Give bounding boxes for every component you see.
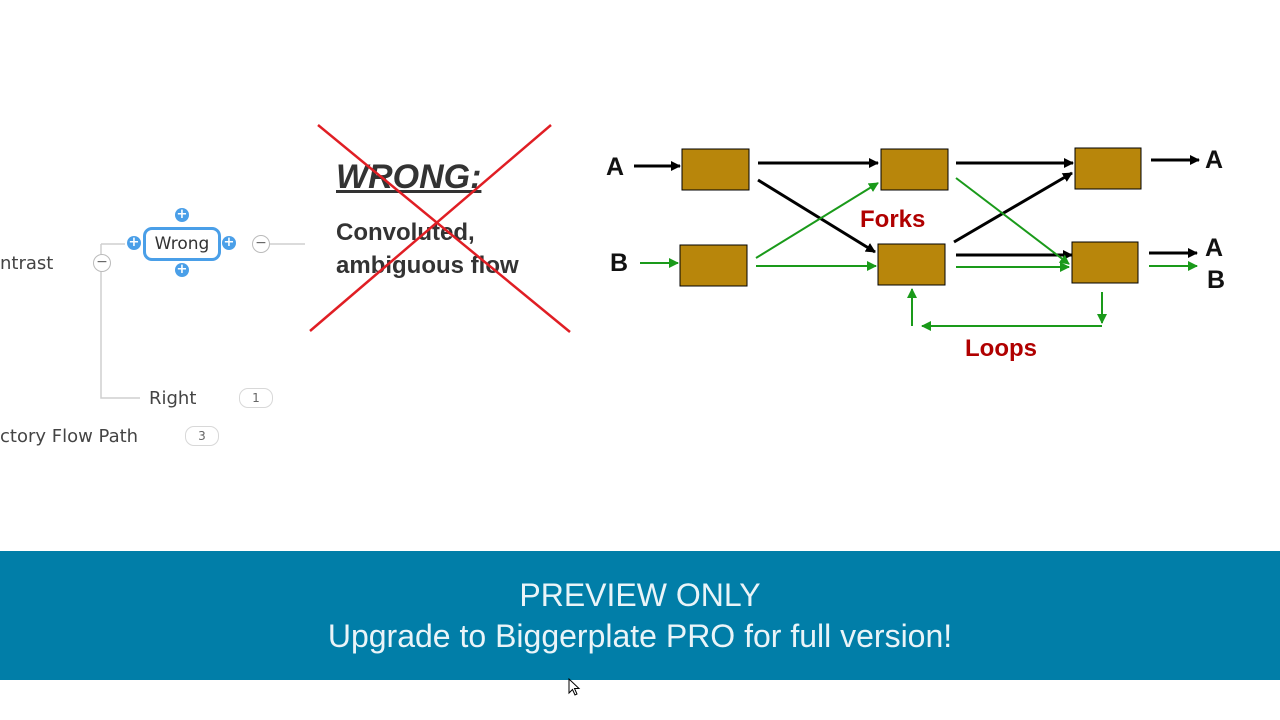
label-input-a: A: [606, 153, 624, 181]
label-output-a-top: A: [1205, 146, 1223, 174]
label-loops: Loops: [965, 335, 1037, 362]
topic-right[interactable]: Right: [149, 388, 197, 409]
label-forks: Forks: [860, 206, 925, 233]
collapse-wrong-button[interactable]: −: [252, 235, 270, 253]
add-child-top-button[interactable]: +: [175, 207, 189, 222]
label-output-b: B: [1207, 266, 1225, 294]
process-box-1: [681, 148, 750, 191]
topic-wrong-label: Wrong: [154, 234, 210, 254]
process-box-3: [880, 148, 949, 191]
right-count-badge[interactable]: 1: [239, 388, 273, 408]
add-sibling-left-button[interactable]: +: [127, 235, 141, 250]
add-sibling-right-button[interactable]: +: [222, 235, 236, 250]
collapse-contrast-button[interactable]: −: [93, 254, 111, 272]
process-box-4: [877, 243, 946, 286]
arrow-box3-box6: [955, 177, 1070, 265]
mindmap-canvas[interactable]: ntrast − Wrong + + + + − Right 1 ctory F…: [0, 0, 1280, 551]
red-cross-mark: [309, 124, 571, 333]
wrong-desc-line1: Convoluted,: [336, 219, 475, 246]
topic-contrast[interactable]: ntrast: [0, 253, 54, 274]
process-box-5: [1074, 147, 1142, 190]
wrong-title: WRONG:: [336, 158, 482, 196]
label-output-a: A: [1205, 234, 1223, 262]
process-box-2: [679, 244, 748, 287]
topic-flow-path[interactable]: ctory Flow Path: [0, 426, 139, 447]
topic-wrong-selected[interactable]: Wrong: [143, 227, 221, 261]
banner-line-preview: PREVIEW ONLY: [519, 577, 761, 613]
add-child-bottom-button[interactable]: +: [175, 262, 189, 277]
label-input-b: B: [610, 249, 628, 277]
arrow-box4-box5: [953, 171, 1073, 244]
mindmap-connectors: [100, 243, 305, 399]
flow-diagram: A B A A B Forks Loops: [606, 146, 1225, 362]
arrow-box2-box3: [755, 182, 879, 259]
banner-line-upgrade[interactable]: Upgrade to Biggerplate PRO for full vers…: [327, 618, 953, 654]
bottom-strip: [0, 680, 1280, 720]
preview-banner[interactable]: PREVIEW ONLY Upgrade to Biggerplate PRO …: [0, 551, 1280, 680]
flow-count-badge[interactable]: 3: [185, 426, 219, 446]
process-box-6: [1071, 241, 1139, 284]
mouse-cursor-icon: [568, 678, 581, 696]
arrow-box1-box4: [757, 178, 876, 254]
